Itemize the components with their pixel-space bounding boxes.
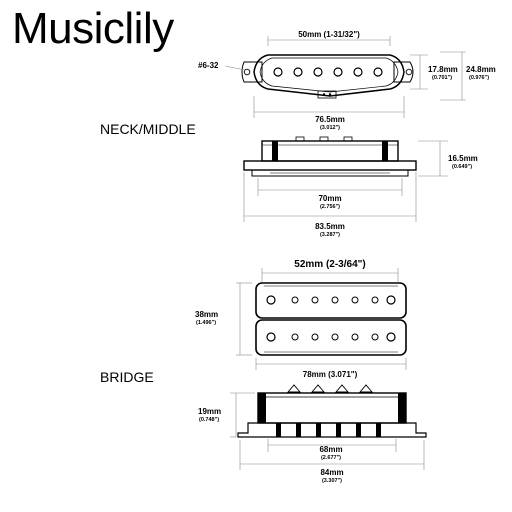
- sc-height-b-in: (0.976"): [469, 75, 489, 81]
- sc-cover-outline: [253, 54, 405, 97]
- sc-length-in: (3.012"): [320, 125, 340, 131]
- hb-height-in: (1.496"): [196, 320, 216, 326]
- hb-top-width-label: 52mm (2-3/64"): [294, 259, 365, 270]
- single-coil-side-view: 16.5mm (0.649") 70mm (2.756") 83.5mm (3.…: [243, 136, 478, 238]
- single-coil-top-view: 50mm (1-31/32") #6-32 17.8mm (0.701") 24…: [198, 30, 496, 131]
- humbucker-side-view: 19mm (0.748") 68mm (2.677") 84mm (3.307"…: [198, 384, 427, 484]
- section-label-neck-middle: NECK/MIDDLE: [100, 121, 196, 137]
- hb-inner-in: (2.677"): [321, 455, 341, 461]
- hb-coil-top: [255, 282, 407, 319]
- hb-total-mm: 84mm: [320, 468, 343, 477]
- sc-height-b-mm: 24.8mm: [466, 65, 496, 74]
- sc-baseplate: [243, 160, 417, 171]
- sc-side-height-mm: 16.5mm: [448, 154, 478, 163]
- hb-coil-bottom: [255, 319, 407, 356]
- sc-height-a-mm: 17.8mm: [428, 65, 458, 74]
- sc-total-in: (3.287"): [320, 232, 340, 238]
- hb-total-in: (3.307"): [322, 478, 342, 484]
- hb-height-mm: 38mm: [195, 310, 218, 319]
- sc-total-mm: 83.5mm: [315, 222, 345, 231]
- hb-inner-mm: 68mm: [319, 445, 342, 454]
- sc-inner-mm: 70mm: [318, 194, 341, 203]
- hb-baseplate: [237, 422, 427, 438]
- section-label-bridge: BRIDGE: [100, 369, 154, 385]
- sc-side-height-in: (0.649"): [452, 164, 472, 170]
- sc-left-screw-hole: [243, 68, 251, 76]
- sc-screw-label: #6-32: [198, 61, 219, 70]
- sc-inner-in: (2.756"): [320, 204, 340, 210]
- sc-length-mm: 76.5mm: [315, 115, 345, 124]
- sc-right-screw-hole: [405, 68, 413, 76]
- brand-logo: Musiclily: [12, 4, 174, 53]
- hb-side-height-mm: 19mm: [198, 407, 221, 416]
- hb-side-height-in: (0.748"): [199, 417, 219, 423]
- humbucker-top-view: 52mm (2-3/64") 38mm (1.496") 78mm (3.071…: [195, 259, 407, 379]
- sc-top-width-label: 50mm (1-31/32"): [298, 30, 360, 39]
- hb-length-label: 78mm (3.071"): [303, 370, 358, 379]
- sc-height-a-in: (0.701"): [432, 75, 452, 81]
